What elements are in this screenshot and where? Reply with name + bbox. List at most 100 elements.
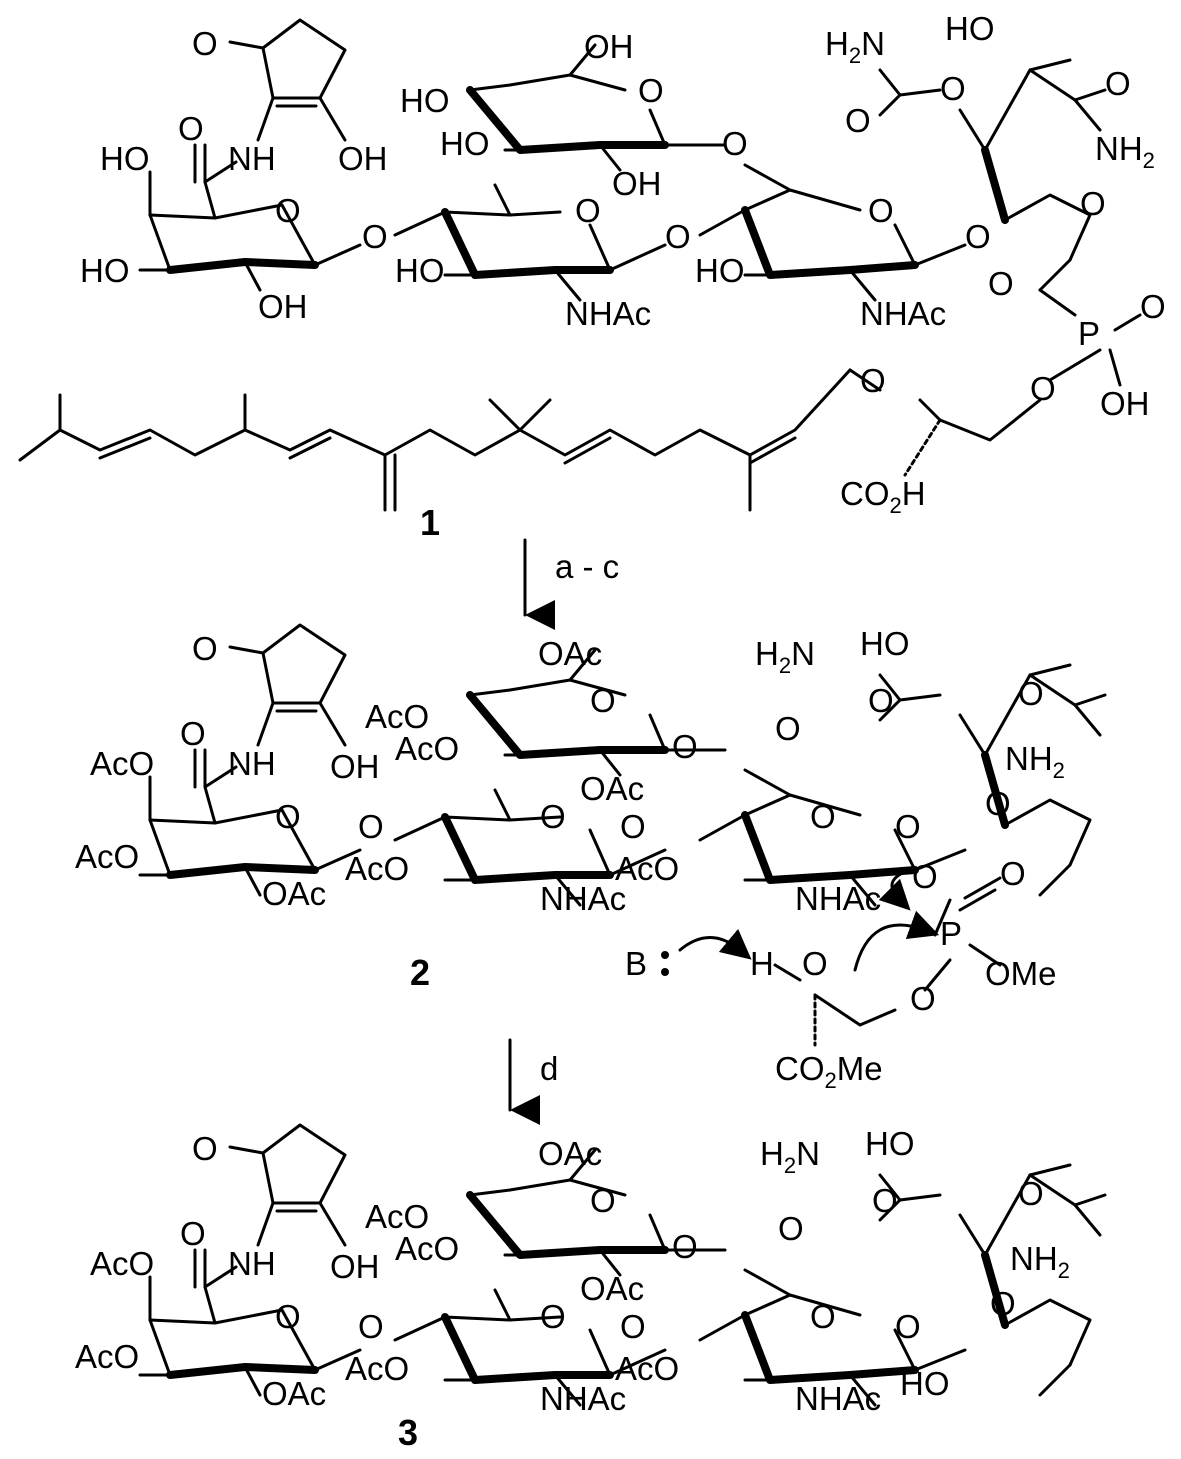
atom-label: HO [695, 252, 745, 289]
atom-label: O [895, 808, 921, 845]
atom-label: O [872, 1182, 898, 1219]
atom-label: O [1080, 185, 1106, 222]
svg-text:NH2: NH2 [1010, 1240, 1070, 1283]
atom-label: O [192, 630, 218, 667]
atom-label: O [722, 125, 748, 162]
atom-label: O [192, 25, 218, 62]
atom-label: HO [945, 10, 995, 47]
atom-label: AcO [75, 1338, 139, 1375]
atom-label: O [590, 682, 616, 719]
atom-label: O [192, 1130, 218, 1167]
atom-label: O [178, 110, 204, 147]
svg-text:NH2: NH2 [1005, 740, 1065, 783]
atom-label: AcO [90, 1245, 154, 1282]
atom-label: OAc [580, 1270, 644, 1307]
atom-label: O [180, 1215, 206, 1252]
atom-label: O [362, 218, 388, 255]
atom-label: OH [258, 288, 308, 325]
svg-text:H2N: H2N [760, 1135, 820, 1178]
atom-label: O [540, 1298, 566, 1335]
atom-label: O [590, 1182, 616, 1219]
atom-label: OH [338, 140, 388, 177]
h2n-label: H2N [760, 1135, 820, 1178]
atom-label: O [778, 1210, 804, 1247]
atom-label: HO [860, 625, 910, 662]
atom-label: OMe [985, 955, 1057, 992]
atom-label: O [775, 710, 801, 747]
atom-label: OAc [262, 1375, 326, 1412]
atom-label: OAc [538, 1135, 602, 1172]
compound-2-labels: O OH O NH AcO O AcO OAc O OAc AcO O AcO … [75, 625, 1065, 1093]
atom-label: O [358, 1308, 384, 1345]
atom-label: NHAc [795, 880, 881, 917]
h2n-label: H2N [825, 25, 885, 68]
atom-label: AcO [615, 850, 679, 887]
atom-label: O [180, 715, 206, 752]
atom-label: O [275, 798, 301, 835]
svg-text:CO2Me: CO2Me [775, 1050, 883, 1093]
atom-label: NHAc [540, 1380, 626, 1417]
atom-label: O [810, 798, 836, 835]
atom-label: O [895, 1308, 921, 1345]
atom-label: AcO [90, 745, 154, 782]
atom-label: O [912, 858, 938, 895]
lone-pair-dot [661, 951, 669, 959]
atom-label: P [940, 915, 962, 952]
atom-label: AcO [395, 1230, 459, 1267]
atom-label: O [665, 218, 691, 255]
atom-label: NHAc [795, 1380, 881, 1417]
atom-label: O [910, 980, 936, 1017]
atom-label: HO [100, 140, 150, 177]
atom-label: H [750, 945, 774, 982]
atom-label: O [672, 728, 698, 765]
atom-label: O [990, 1285, 1016, 1322]
atom-label: O [1018, 675, 1044, 712]
atom-label: O [1105, 65, 1131, 102]
atom-label: OH [330, 748, 380, 785]
atom-label: O [275, 192, 301, 229]
atom-label: O [358, 808, 384, 845]
lone-pair-dot [661, 968, 669, 976]
atom-label: O [940, 70, 966, 107]
compound-number-2: 2 [410, 952, 430, 993]
atom-label: OAc [538, 635, 602, 672]
atom-label: O [868, 192, 894, 229]
atom-label: O [810, 1298, 836, 1335]
svg-text:NH2: NH2 [1095, 130, 1155, 173]
co2h-label: CO2H [840, 475, 926, 518]
atom-label: O [638, 72, 664, 109]
atom-label: NH [228, 1245, 276, 1282]
atom-label: AcO [615, 1350, 679, 1387]
atom-label: P [1078, 315, 1100, 352]
atom-label: OH [1100, 385, 1150, 422]
compound-number-1: 1 [420, 502, 440, 543]
svg-text:H2N: H2N [825, 25, 885, 68]
atom-label: HO [440, 125, 490, 162]
atom-label: AcO [75, 838, 139, 875]
svg-text:CO2H: CO2H [840, 475, 926, 518]
condition-d: d [540, 1050, 558, 1087]
atom-label: O [672, 1228, 698, 1265]
atom-label: HO [80, 252, 130, 289]
nh2-label: NH2 [1095, 130, 1155, 173]
atom-label: OH [330, 1248, 380, 1285]
atom-label: NH [228, 745, 276, 782]
atom-label: AcO [395, 730, 459, 767]
atom-label: NHAc [565, 295, 651, 332]
co2me-label: CO2Me [775, 1050, 883, 1093]
atom-label: O [802, 945, 828, 982]
atom-label: HO [395, 252, 445, 289]
atom-label: NHAc [540, 880, 626, 917]
atom-label: AcO [345, 850, 409, 887]
atom-label: HO [865, 1125, 915, 1162]
base-label: B [625, 945, 647, 982]
compound-1-structure [20, 20, 1140, 510]
atom-label: AcO [345, 1350, 409, 1387]
atom-label: O [1018, 1175, 1044, 1212]
atom-label: OAc [580, 770, 644, 807]
atom-label: O [620, 808, 646, 845]
h2n-label: H2N [755, 635, 815, 678]
atom-label: O [1030, 370, 1056, 407]
svg-text:H2N: H2N [755, 635, 815, 678]
